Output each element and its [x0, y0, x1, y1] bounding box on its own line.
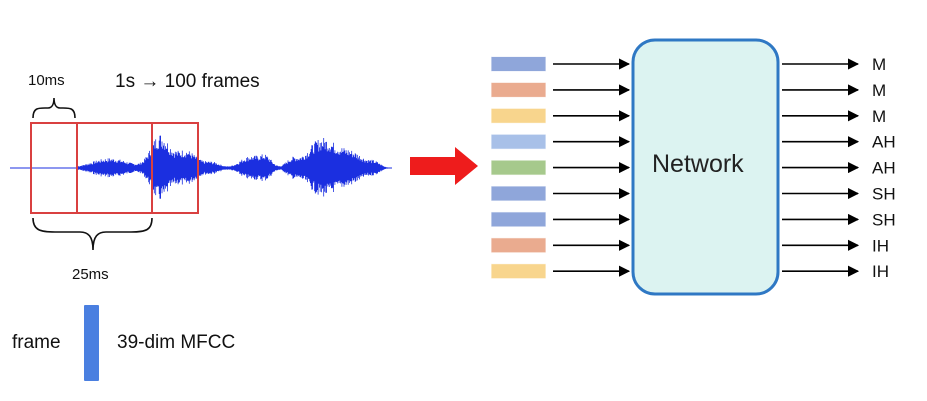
frame-window-2	[76, 122, 199, 214]
legend-feature-label: 39-dim MFCC	[117, 332, 236, 353]
output-phoneme-label: SH	[872, 210, 896, 229]
output-phoneme-label: IH	[872, 262, 889, 281]
input-frame	[490, 237, 547, 254]
label-frame-rate: 1s → 100 frames	[115, 71, 260, 92]
output-phoneme-label: M	[872, 107, 886, 126]
input-frame	[490, 133, 547, 150]
input-frame	[490, 159, 547, 176]
brace-10ms	[32, 97, 76, 119]
label-25ms: 25ms	[72, 266, 109, 283]
output-phoneme-label: SH	[872, 185, 896, 204]
red-arrow-icon	[410, 147, 478, 185]
output-phoneme-label: AH	[872, 159, 896, 178]
output-phoneme-label: M	[872, 55, 886, 74]
output-phoneme-label: M	[872, 81, 886, 100]
input-frame	[490, 107, 547, 124]
output-phoneme-label: IH	[872, 236, 889, 255]
input-frame	[490, 81, 547, 98]
waveform-trace	[77, 135, 390, 199]
input-frame	[490, 263, 547, 280]
brace-25ms	[32, 217, 153, 251]
network-box	[631, 38, 780, 296]
frame-legend-bar	[84, 305, 99, 381]
input-frame	[490, 185, 547, 202]
input-frame	[490, 211, 547, 228]
legend-frame-label: frame	[12, 332, 61, 353]
network-label: Network	[652, 150, 744, 178]
output-phoneme-label: AH	[872, 133, 896, 152]
audio-waveform	[77, 135, 390, 199]
label-10ms: 10ms	[28, 72, 65, 89]
input-frame	[490, 56, 547, 72]
input-frame-column	[490, 56, 631, 280]
